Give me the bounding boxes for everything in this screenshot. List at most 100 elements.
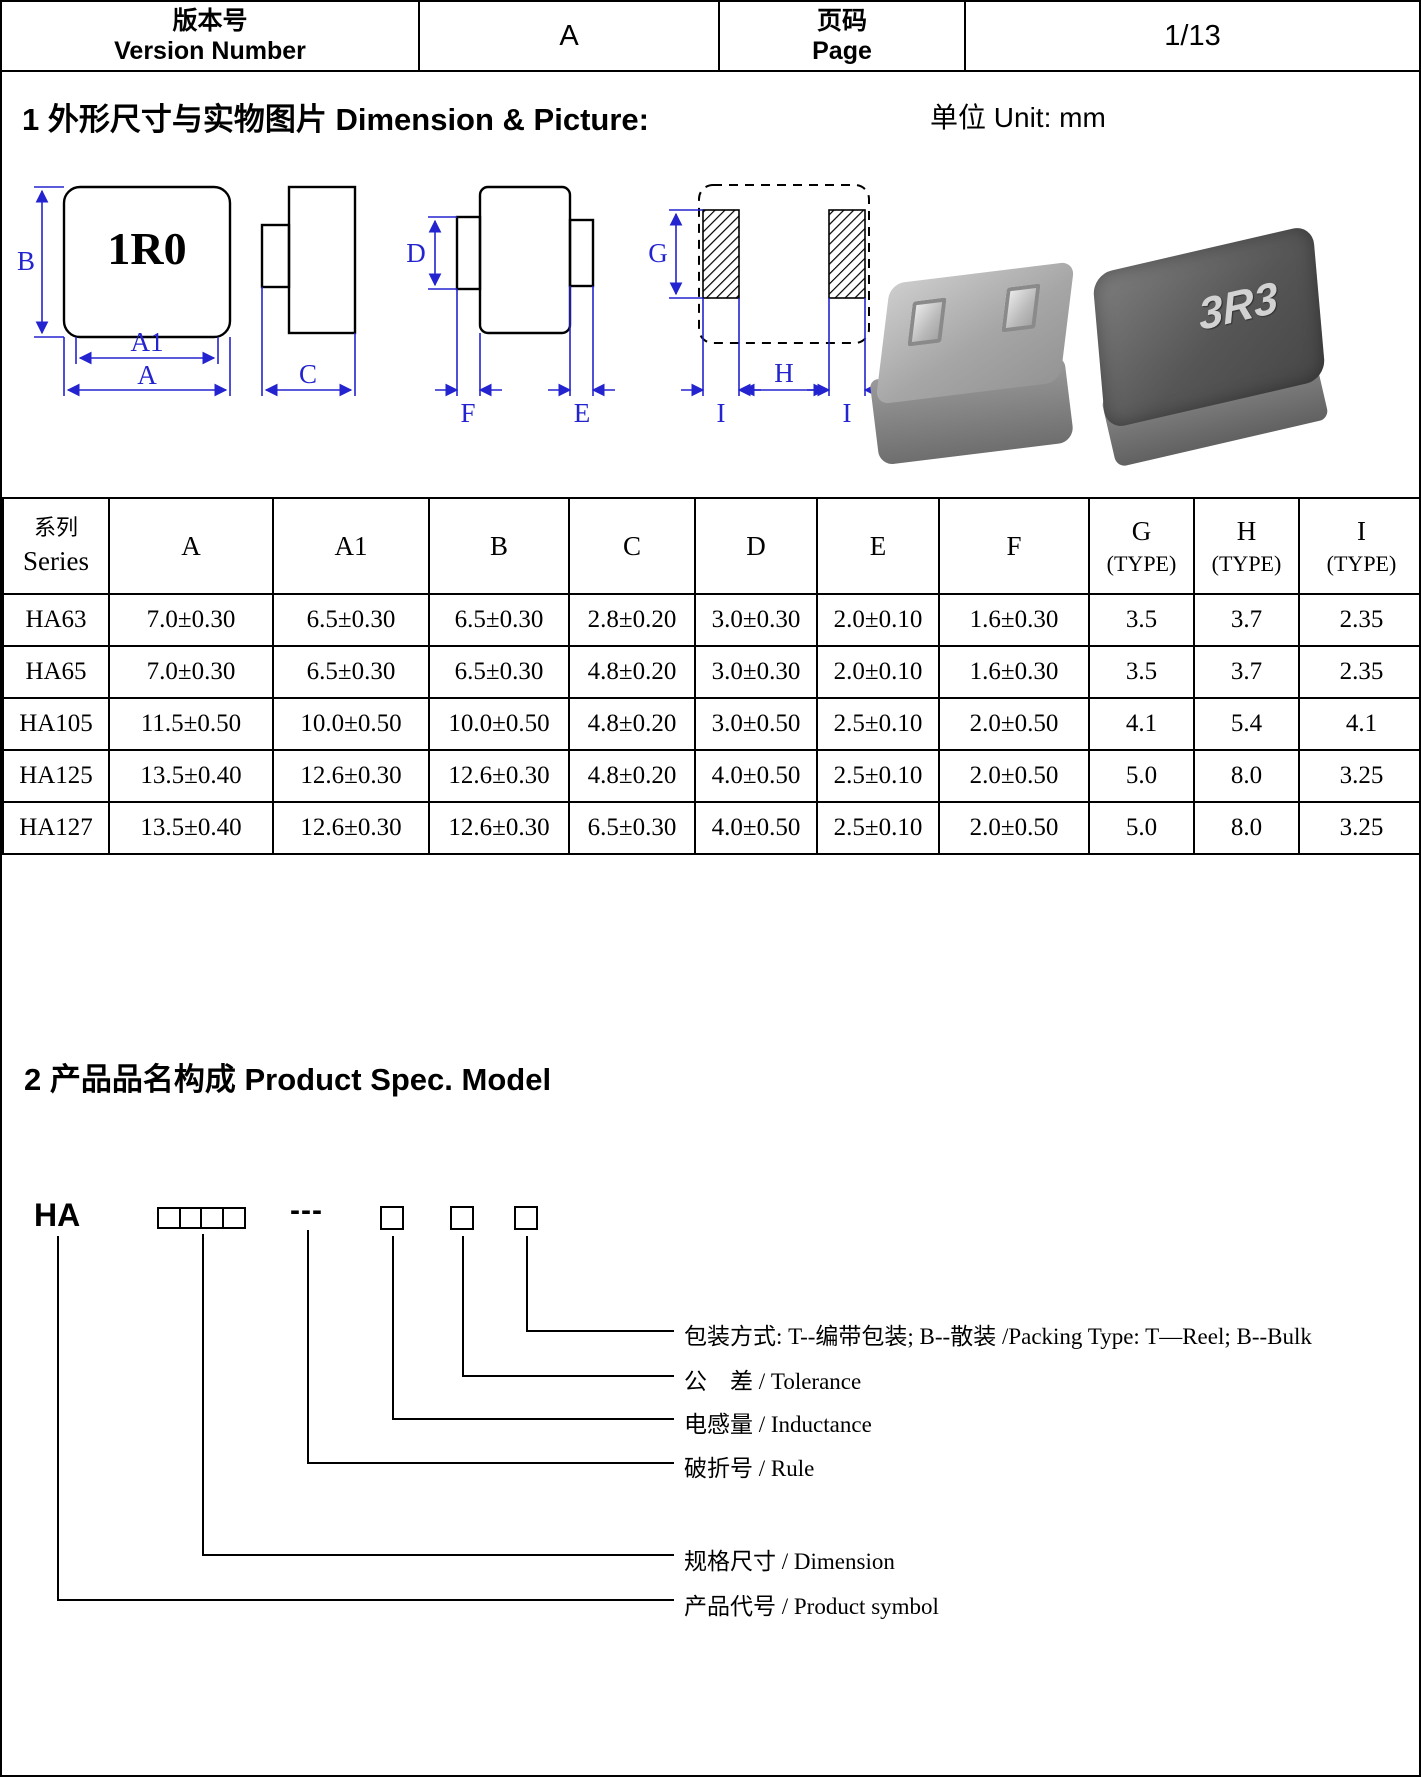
product-photo-left [869,261,1094,479]
dim-cell: 12.6±0.30 [428,801,570,855]
dim-cell: 2.35 [1298,645,1419,699]
dim-cell: 7.0±0.30 [108,593,274,647]
side-view2-dim-lines [428,216,615,397]
col-d: D [694,497,818,595]
dim-label-i: I [843,398,852,428]
dim-cell: 13.5±0.40 [108,801,274,855]
page-label-cn: 页码 [816,7,867,35]
dim-cell: 10.0±0.50 [272,697,430,751]
dim-cell: 8.0 [1193,801,1300,855]
section2-title: 2 产品品名构成 Product Spec. Model [24,1062,552,1097]
version-value-cell: A [420,2,720,70]
dim-cell: 11.5±0.50 [108,697,274,751]
dim-label-g: G [648,238,668,268]
table-row: HA65 7.0±0.30 6.5±0.30 6.5±0.30 4.8±0.20… [2,645,1419,699]
dim-cell: 12.6±0.30 [272,749,430,803]
dim-label-f: F [460,398,475,428]
dim-cell: 6.5±0.30 [568,801,696,855]
model-box [178,1207,203,1229]
section1-heading: 1 外形尺寸与实物图片 Dimension & Picture: 单位 Unit… [2,94,1419,142]
model-legend-item: 公 差 / Tolerance [684,1369,862,1394]
dim-cell: 5.0 [1088,749,1195,803]
version-header-cell: 版本号 Version Number [2,2,420,70]
model-legend-item: 破折号 / Rule [684,1456,815,1481]
product-photo-right: 3R3 [1080,224,1370,468]
dim-cell: 13.5±0.40 [108,749,274,803]
col-e: E [816,497,940,595]
table-header-row: 系列 Series A A1 B C D E F G (TYPE) H (TYP… [2,497,1419,595]
dim-cell: 3.0±0.50 [694,697,818,751]
table-row: HA105 11.5±0.50 10.0±0.50 10.0±0.50 4.8±… [2,697,1419,751]
connector-line [526,1236,674,1332]
dim-cell: 6.5±0.30 [428,645,570,699]
model-dashes: --- [290,1194,323,1227]
series-cell: HA127 [2,801,110,855]
col-a: A [108,497,274,595]
dim-cell: 4.1 [1088,697,1195,751]
dim-label-a: A [137,360,157,390]
dim-cell: 4.0±0.50 [694,749,818,803]
page-label-en: Page [812,37,872,65]
dim-label-h: H [774,358,794,388]
side-view2-outline [455,185,595,335]
dim-cell: 10.0±0.50 [428,697,570,751]
inductor-top-face [875,261,1075,405]
dim-cell: 2.5±0.10 [816,749,940,803]
model-box-packing [514,1206,538,1230]
series-cell: HA105 [2,697,110,751]
connector-line [462,1236,674,1377]
dim-cell: 3.7 [1193,645,1300,699]
dim-label-i: I [717,398,726,428]
model-size-boxes [157,1207,246,1229]
dim-cell: 3.5 [1088,593,1195,647]
dim-cell: 8.0 [1193,749,1300,803]
dim-cell: 2.5±0.10 [816,697,940,751]
model-legend-item: 包装方式: T--编带包装; B--散装 /Packing Type: T—Re… [684,1324,1312,1349]
dim-cell: 2.0±0.50 [938,801,1090,855]
dim-cell: 12.6±0.30 [428,749,570,803]
section1-title: 1 外形尺寸与实物图片 Dimension & Picture: [22,102,649,137]
model-box [221,1207,246,1229]
dim-cell: 4.0±0.50 [694,801,818,855]
dim-cell: 1.6±0.30 [938,645,1090,699]
col-i: I (TYPE) [1298,497,1419,595]
dim-cell: 2.0±0.50 [938,749,1090,803]
model-box-tolerance [450,1206,474,1230]
dim-cell: 3.25 [1298,801,1419,855]
dimension-drawings: 1R0 B A1 A C [17,184,887,428]
dim-cell: 2.0±0.50 [938,697,1090,751]
dim-cell: 2.5±0.10 [816,801,940,855]
dim-cell: 6.5±0.30 [428,593,570,647]
dim-cell: 12.6±0.30 [272,801,430,855]
version-value: A [559,19,579,52]
col-series: 系列 Series [2,497,110,595]
dim-cell: 2.0±0.10 [816,645,940,699]
version-label-en: Version Number [114,37,306,65]
dim-cell: 4.8±0.20 [568,697,696,751]
version-label-cn: 版本号 [172,7,248,35]
dim-label-e: E [574,398,591,428]
dim-cell: 2.35 [1298,593,1419,647]
series-cell: HA125 [2,749,110,803]
front-view-dim-lines [34,186,231,397]
front-marking: 1R0 [107,223,186,274]
page-value-cell: 1/13 [966,2,1419,70]
product-model-diagram: HA --- 包装方式: T--编带包装; B--散装 /Packing Typ… [2,1192,1419,1672]
dim-cell: 4.1 [1298,697,1419,751]
dim-label-a1: A1 [131,327,164,357]
page-header-cell: 页码 Page [720,2,966,70]
dim-cell: 1.6±0.30 [938,593,1090,647]
dim-cell: 4.8±0.20 [568,749,696,803]
series-cell: HA65 [2,645,110,699]
dim-cell: 5.0 [1088,801,1195,855]
pad-left [702,209,740,299]
side-view1-dim-lines [261,287,356,397]
dim-label-d: D [406,238,426,268]
model-box [157,1207,181,1229]
dim-label-b: B [17,246,35,276]
col-c: C [568,497,696,595]
dim-cell: 7.0±0.30 [108,645,274,699]
terminal-pad [907,297,947,347]
dim-cell: 4.8±0.20 [568,645,696,699]
